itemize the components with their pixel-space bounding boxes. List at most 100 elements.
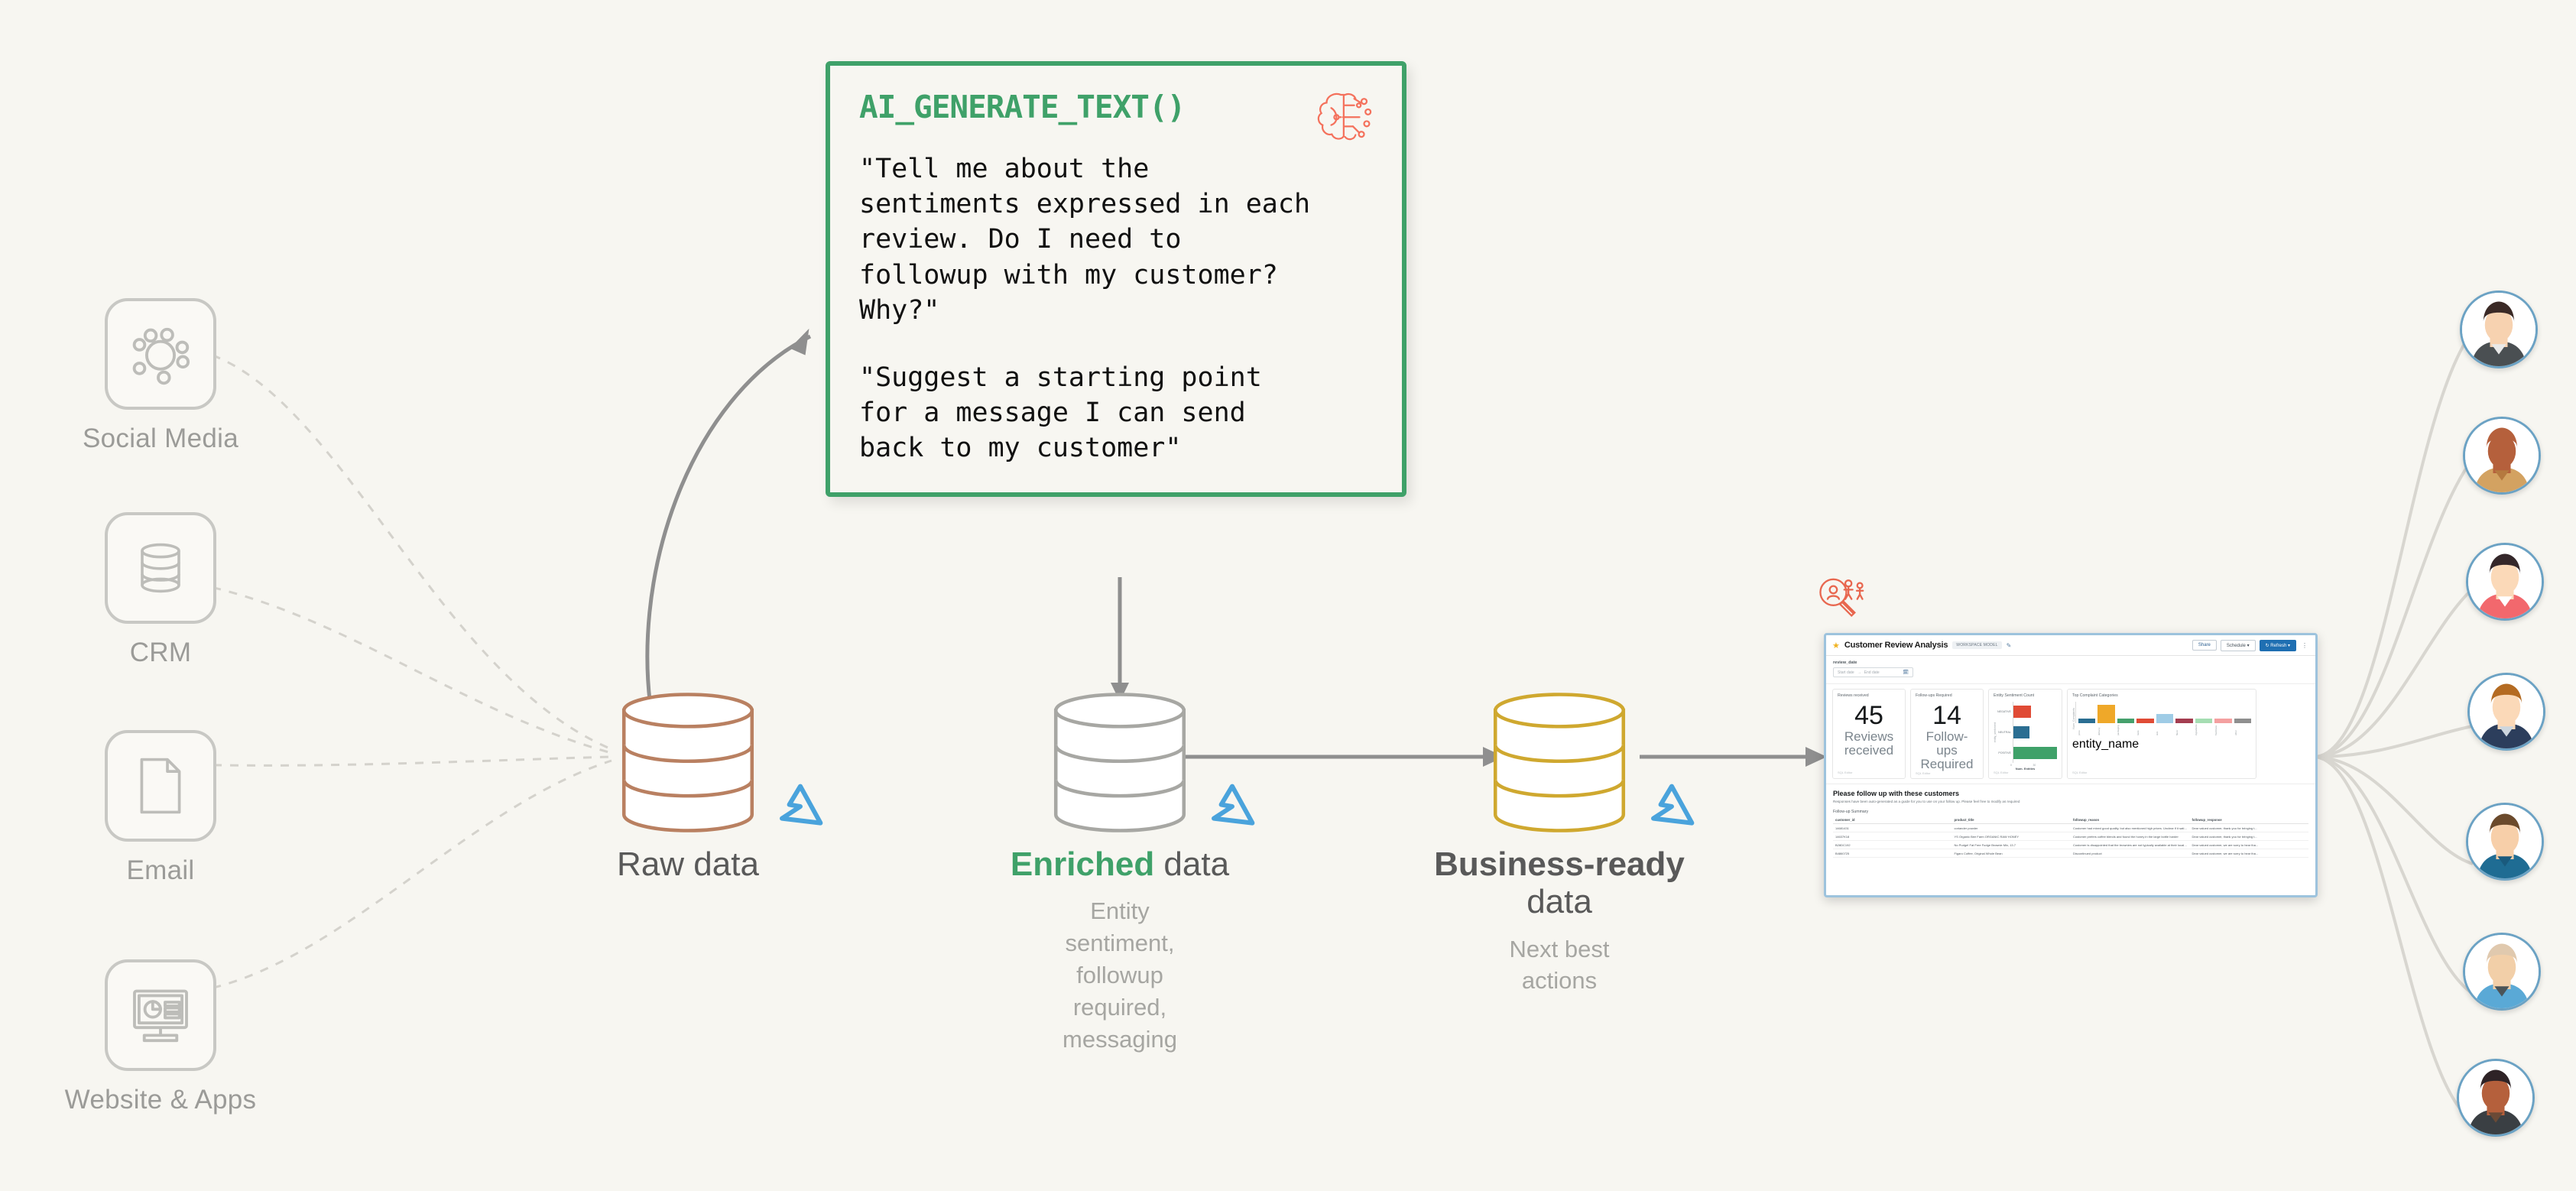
chart-bar[interactable] [2234,718,2251,723]
refresh-button[interactable]: ↻ Refresh ▾ [2259,639,2296,651]
refresh-icon: ↻ [2265,643,2269,648]
table-cell: Customer had mixed good quality, but als… [2071,823,2190,832]
share-button[interactable]: Share [2192,640,2217,651]
table-column-header[interactable]: followup_response [2189,816,2308,824]
chart-entity-sentiment-count[interactable]: Entity Sentiment Count entity_sentiment … [1988,689,2062,779]
node-label-rest: data [1154,845,1230,883]
kpi-footer: SQL Editor [1838,771,1853,774]
pipeline-node-business-ready-data[interactable]: Business-ready data Next best actions [1434,692,1695,997]
chart-title: Top Complaint Categories [2072,693,2118,698]
filter-label: review_date [1833,660,1857,665]
kpi-caption: Follow-ups Required [1920,729,1974,771]
kebab-menu-icon[interactable]: ⋮ [2302,641,2308,649]
chart-bars [2012,702,2057,763]
chart-top-complaint-categories[interactable]: Top Complaint Categories Num. Complaints… [2067,689,2256,779]
prompt-text-1: "Tell me about the sentiments expressed … [859,154,1311,326]
table-caption: Follow-up Summary [1833,810,1869,814]
chart-category-label: NEGATIVE [1997,710,2011,714]
kpi-footer: SQL Editor [1916,771,1931,775]
node-label: Raw data [617,845,759,883]
social-network-icon [132,327,190,385]
bald-man-avatar[interactable] [2463,417,2541,495]
man-glasses-tie-avatar[interactable] [2463,933,2541,1011]
calendar-icon[interactable]: 🗓 [1903,670,1909,675]
source-email[interactable]: Email [61,730,260,886]
chart-category-label: packaging [2117,724,2120,735]
node-label: Enriched data [1011,845,1229,883]
cylinder [608,692,823,833]
star-icon[interactable]: ★ [1832,641,1840,651]
table-cell: 14637K18 [1833,832,1952,841]
table-cell: Dear valued customer, thank you for brin… [2189,832,2308,841]
chart-bar[interactable] [2175,718,2193,723]
source-tile [105,959,216,1071]
monitor-dashboard-icon [133,989,188,1043]
chart-category-label: POSITIVE [1998,751,2011,755]
chart-xlabel: entity_name [2072,737,2140,751]
chart-ylabel: entity_sentiment [1994,722,1997,743]
chart-bar[interactable] [2214,718,2232,723]
pencil-icon[interactable]: ✎ [2006,641,2012,649]
table-cell: B28DC192 [1833,840,1952,849]
pipeline-node-enriched-data[interactable]: Enriched data Entity sentiment, followup… [1011,692,1255,1055]
table-cell: Figaro Coffee, Original Whole Bean [1951,849,2071,858]
pipeline-node-raw-data[interactable]: Raw data [608,692,823,883]
chart-bars [2075,702,2251,723]
node-label-highlight: Business-ready [1434,845,1685,883]
dashboard-filter: review_date Start date → End date 🗓 [1826,656,2315,684]
chart-bar[interactable] [2013,746,2057,759]
schedule-button[interactable]: Schedule ▾ [2220,639,2256,651]
table-cell: Customer is disappointed that the browni… [2071,840,2190,849]
source-crm[interactable]: CRM [61,512,260,668]
curly-hair-woman-avatar[interactable] [2466,543,2544,621]
table-cell: Dear valued customer, thank you for brin… [2189,823,2308,832]
chart-category-label: ingredients [2195,723,2198,735]
chart-bar[interactable] [2013,725,2029,738]
dashboard-screenshot[interactable]: ★ Customer Review Analysis WORKSPACE MOD… [1824,633,2318,897]
date-range-input[interactable]: Start date → End date 🗓 [1833,667,1913,677]
chart-bar[interactable] [2078,718,2096,723]
chart-bar[interactable] [2195,718,2213,723]
table-cell: Customer prefers coffee blends and found… [2071,832,2190,841]
dashboard-widgets: Reviews received 45 Reviews received SQL… [1826,684,2315,784]
source-website-apps[interactable]: Website & Apps [61,959,260,1115]
table-column-header[interactable]: product_title [1951,816,2071,824]
database-icon [141,543,180,593]
chart-bar[interactable] [2013,706,2031,719]
afro-woman-avatar[interactable] [2457,1059,2535,1137]
chart-bar[interactable] [2117,718,2135,723]
kpi-title: Reviews received [1838,693,1869,698]
table-cell: B4860725 [1833,849,1952,858]
chart-bar[interactable] [2156,713,2174,723]
kpi-card-reviews-received[interactable]: Reviews received 45 Reviews received SQL… [1832,689,1906,779]
chart-footer: SQL Editor [1994,771,2009,774]
chart-category-label: delivery [2097,727,2101,735]
dashboard-topbar: ★ Customer Review Analysis WORKSPACE MOD… [1826,635,2315,656]
table-column-header[interactable]: followup_reason [2071,816,2190,824]
table-cell: 14681431 [1833,823,1952,832]
kpi-card-followups-required[interactable]: Follow-ups Required 14 Follow-ups Requir… [1910,689,1984,779]
woman-glasses-avatar[interactable] [2460,290,2538,368]
node-subtitle: Next best actions [1509,935,1610,995]
delta-lake-logo [1644,779,1699,838]
blonde-woman-suit-avatar[interactable] [2467,673,2545,751]
source-label: Social Media [83,424,238,453]
man-hoodie-avatar[interactable] [2466,803,2544,881]
chart-bar[interactable] [2097,704,2115,723]
chart-bar[interactable] [2136,718,2154,723]
node-subtitle: Entity sentiment, followup required, mes… [1063,897,1177,1053]
table-column-header[interactable]: customer_id [1833,816,1952,824]
end-date-placeholder: End date [1864,670,1880,675]
node-label: Business-ready data [1434,845,1685,921]
source-social-media[interactable]: Social Media [61,298,260,454]
source-tile [105,730,216,842]
